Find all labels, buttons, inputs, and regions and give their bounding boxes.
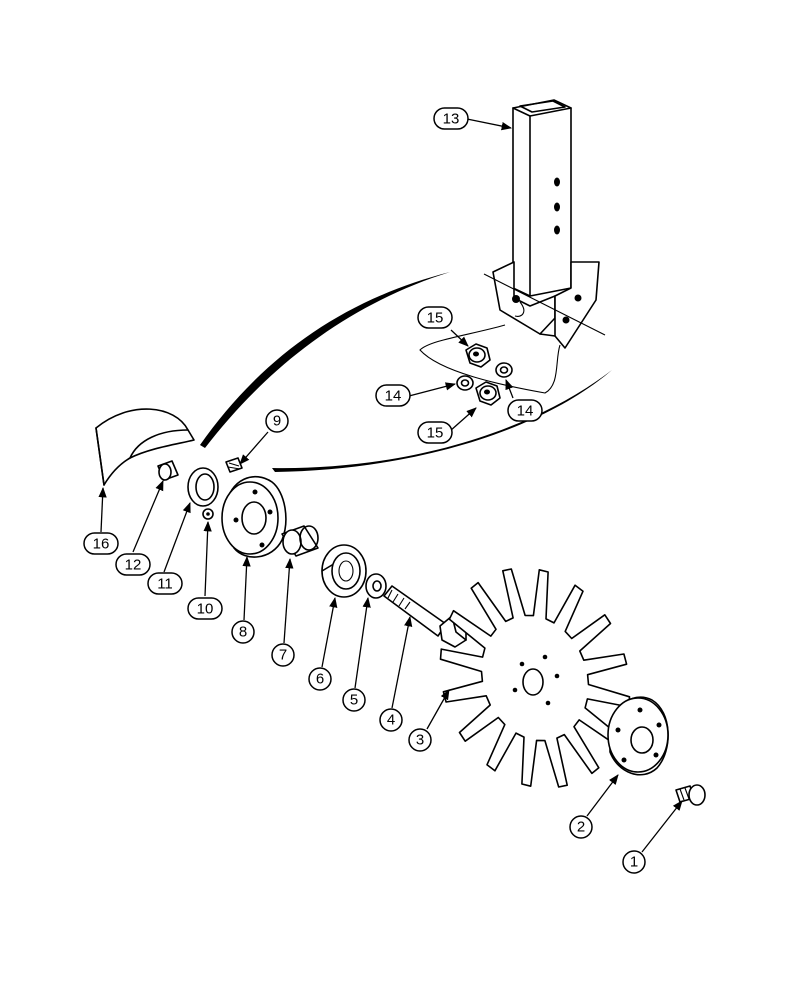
callout-9: 9 [265, 409, 289, 433]
callout-5: 5 [342, 688, 366, 712]
svg-text:3: 3 [416, 732, 424, 749]
svg-text:10: 10 [197, 601, 214, 618]
grease-fitting-part-9 [225, 457, 243, 473]
svg-text:6: 6 [316, 671, 324, 688]
scraper-blade [200, 272, 612, 472]
callout-4: 4 [379, 708, 403, 732]
svg-text:9: 9 [273, 413, 281, 430]
bushing-part-7 [281, 525, 319, 557]
shield-part-16 [95, 408, 195, 486]
svg-text:7: 7 [279, 647, 287, 664]
callout-14-left: 14 [375, 384, 411, 407]
washer-part-5 [365, 573, 387, 599]
leader-lines [98, 118, 683, 853]
callout-14-right: 14 [507, 399, 543, 422]
nut-part-15-lower [475, 381, 501, 406]
svg-text:15: 15 [427, 425, 444, 442]
seal-part-11 [187, 467, 219, 507]
svg-text:14: 14 [385, 388, 402, 405]
svg-text:8: 8 [239, 624, 247, 641]
callout-12: 12 [115, 553, 151, 576]
svg-text:14: 14 [517, 403, 534, 420]
callout-2: 2 [569, 815, 593, 839]
callouts: 13 15 14 14 15 9 16 12 [83, 107, 646, 874]
washer-part-14-left [456, 375, 474, 391]
callout-13: 13 [433, 107, 469, 130]
svg-text:15: 15 [427, 310, 444, 327]
svg-text:2: 2 [577, 819, 585, 836]
callout-10: 10 [187, 597, 223, 620]
callout-16: 16 [83, 532, 119, 555]
carriage-bolt-part-1 [675, 784, 706, 806]
svg-text:12: 12 [125, 557, 142, 574]
callout-15-upper: 15 [417, 306, 453, 329]
svg-text:1: 1 [630, 854, 638, 871]
callout-1: 1 [622, 850, 646, 874]
svg-text:16: 16 [93, 536, 110, 553]
svg-text:13: 13 [443, 111, 460, 128]
shank-tube-part-13 [483, 99, 606, 349]
callout-11: 11 [147, 572, 183, 595]
washer-part-14-right [495, 362, 513, 378]
spacer-part-12 [157, 460, 179, 481]
svg-text:11: 11 [157, 576, 173, 593]
svg-text:5: 5 [350, 692, 358, 709]
callout-15-lower: 15 [417, 421, 453, 444]
nut-part-10 [202, 508, 214, 520]
svg-text:4: 4 [387, 712, 395, 729]
callout-6: 6 [308, 667, 332, 691]
nut-part-15-upper [465, 343, 491, 368]
spoke-wheel-part-3 [439, 568, 631, 788]
callout-3: 3 [408, 728, 432, 752]
hub-part-8 [221, 475, 287, 558]
callout-8: 8 [231, 620, 255, 644]
bearing-part-6 [321, 544, 367, 598]
callout-7: 7 [271, 643, 295, 667]
cap-plate-part-2 [607, 696, 669, 776]
